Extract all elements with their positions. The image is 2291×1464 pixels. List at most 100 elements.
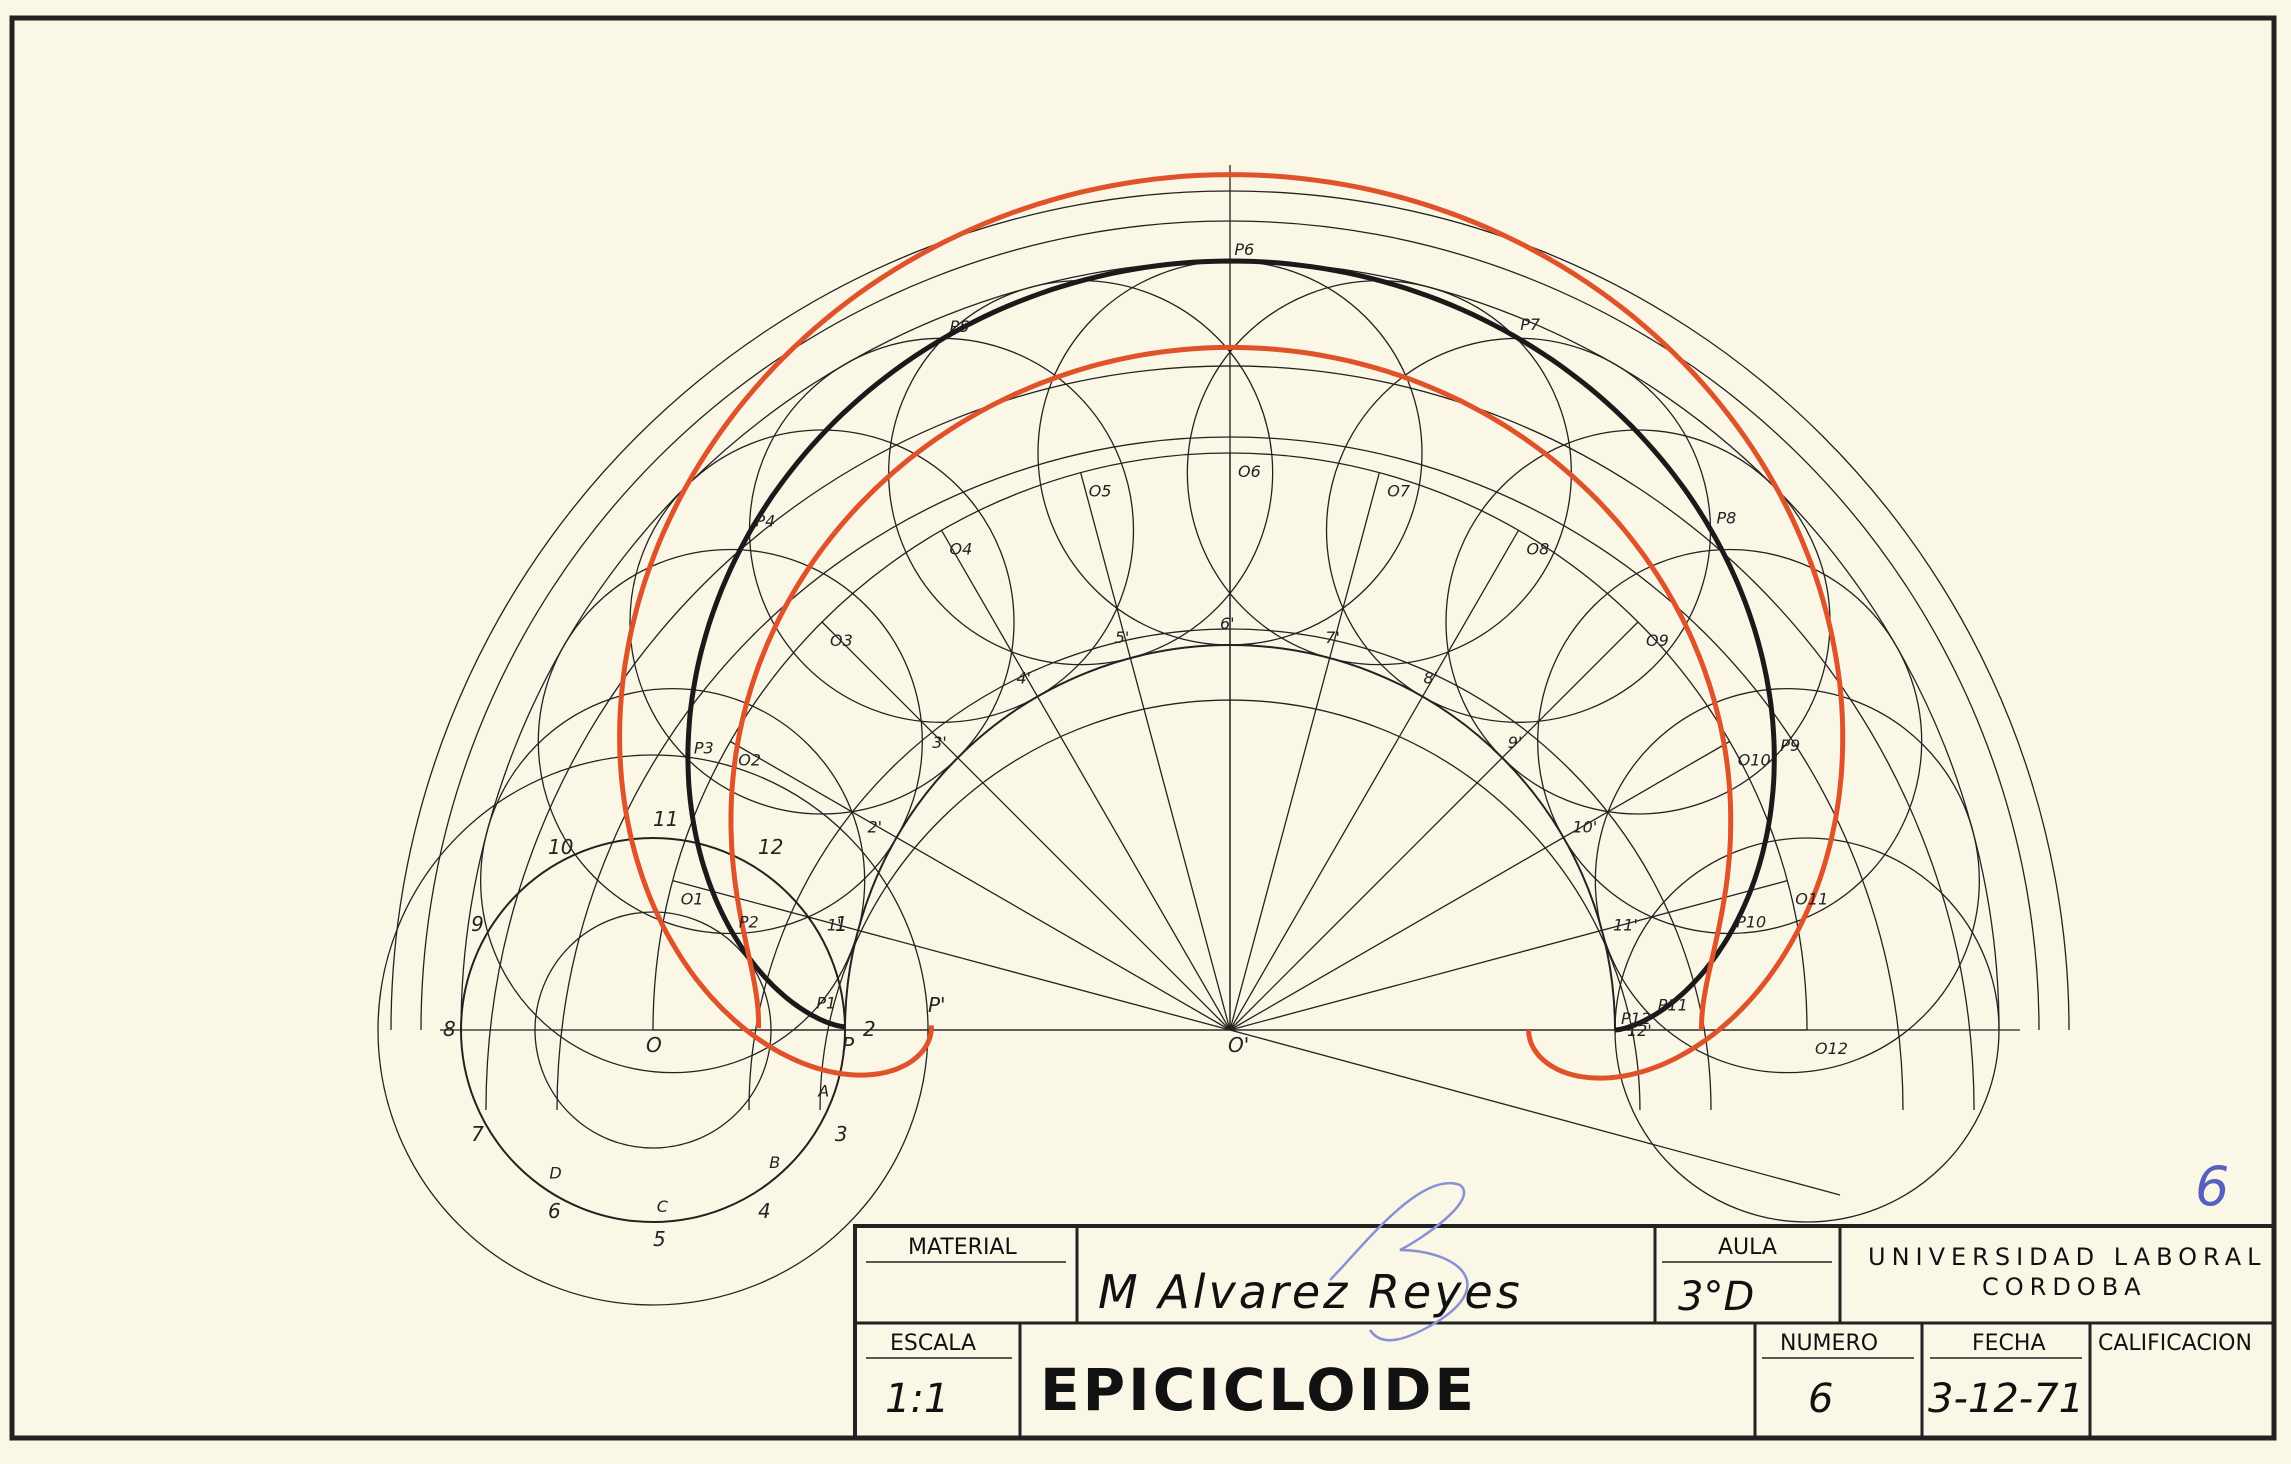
rolling-division-label: 1 <box>835 912 848 936</box>
radial-line <box>1229 880 1788 1031</box>
radial-line <box>1229 621 1639 1031</box>
point-labels: O' O P P' <box>646 993 1249 1057</box>
base-division-label: 8' <box>1424 669 1439 688</box>
center-label: O12 <box>1815 1039 1848 1058</box>
rolling-circle-position <box>629 429 1015 815</box>
escala-value: 1:1 <box>885 1376 949 1422</box>
curve-point-label: P1 <box>816 993 836 1012</box>
curve-point-label: P2 <box>739 913 759 932</box>
rolling-division-label: 9 <box>471 912 484 936</box>
university-line1: UNIVERSIDAD LABORAL <box>1868 1243 2267 1271</box>
concentric-arc <box>390 190 2070 1031</box>
radial-line <box>821 621 1231 1031</box>
base-division-label: 3' <box>932 733 947 752</box>
aula-value: 3°D <box>1678 1274 1754 1320</box>
epicycloid-curve <box>685 258 1777 1033</box>
fecha-value: 3-12-71 <box>1928 1376 2084 1422</box>
center-label: O10 <box>1738 751 1771 770</box>
radial-line <box>1229 740 1731 1031</box>
radial-line <box>672 880 1231 1031</box>
fecha-header: FECHA <box>1972 1331 2046 1356</box>
curve-point-label: P7 <box>1520 315 1541 334</box>
inner-circle <box>534 911 772 1149</box>
end-ray <box>1229 1029 1841 1196</box>
center-label: O1 <box>681 890 704 909</box>
rolling-division-label: 2 <box>863 1017 876 1041</box>
rolling-division-label: 8 <box>443 1017 456 1041</box>
material-header: MATERIAL <box>908 1235 1017 1260</box>
radial-line <box>1229 529 1520 1031</box>
base-division-label: 4' <box>1017 669 1032 688</box>
construction-lines <box>377 165 2070 1306</box>
concentric-arc <box>420 220 2040 1031</box>
base-division-label: 11' <box>1613 916 1638 935</box>
start-point-label: P <box>842 1033 855 1057</box>
base-division-label: 9' <box>1508 733 1523 752</box>
center-label: O6 <box>1238 462 1261 481</box>
base-division-label: 5' <box>1115 628 1130 647</box>
center-o-label: O <box>646 1033 662 1057</box>
radial-line <box>940 529 1231 1031</box>
rolling-division-label: 12 <box>758 835 783 859</box>
title-block-frame <box>853 1224 2276 1440</box>
curve-point-label: P12 <box>1621 1009 1651 1028</box>
rolling-division-label: 10 <box>548 835 573 859</box>
prolate-epicycloid-curve <box>617 172 1846 1081</box>
center-label: O2 <box>738 751 761 770</box>
curve-point-label: P4 <box>756 511 776 530</box>
curve-point-label: P3 <box>694 738 714 757</box>
aux-letter-label: B <box>769 1153 780 1172</box>
center-label: O3 <box>830 631 853 650</box>
base-division-label: 2' <box>868 818 883 837</box>
rolling-division-label: 6 <box>548 1199 561 1223</box>
aula-header: AULA <box>1718 1235 1777 1260</box>
center-label: O8 <box>1527 539 1550 558</box>
curtate-epicycloid-curve <box>728 344 1734 1030</box>
radial-line <box>1080 472 1231 1031</box>
aux-letter-label: C <box>657 1197 669 1216</box>
rolling-circle-position <box>480 688 866 1074</box>
curve-point-label: P9 <box>1780 736 1800 755</box>
numero-value: 6 <box>1808 1376 1833 1422</box>
escala-header: ESCALA <box>890 1331 976 1356</box>
curve-point-label: P11 <box>1658 996 1688 1015</box>
rolling-division-label: 3 <box>835 1122 848 1146</box>
center-label: O11 <box>1795 890 1828 909</box>
curve-point-label: P8 <box>1717 508 1737 527</box>
drawing-title: EPICICLOIDE <box>1040 1356 1477 1424</box>
aux-letter-label: D <box>549 1163 561 1182</box>
base-division-label: 10' <box>1573 818 1598 837</box>
radial-line <box>729 740 1231 1031</box>
aux-letter-label: A <box>817 1081 829 1100</box>
division-arc <box>485 365 1975 1111</box>
center-label: O4 <box>950 539 973 558</box>
rolling-division-label: 4 <box>758 1199 771 1223</box>
outer-circle <box>377 754 929 1306</box>
curve-point-label: P5 <box>950 317 970 336</box>
center-label: O5 <box>1089 482 1112 501</box>
division-arc <box>556 436 1904 1111</box>
blue-pen-scribble <box>1329 1181 1469 1342</box>
title-block: MATERIAL AULA ESCALA NUMERO FECHA CALIFI… <box>853 1155 2276 1440</box>
base-division-label: 1' <box>827 916 842 935</box>
rolling-division-label: 5 <box>653 1227 666 1251</box>
base-division-label: 12' <box>1627 1021 1652 1040</box>
base-division-label: 7' <box>1325 628 1340 647</box>
calificacion-header: CALIFICACION <box>2098 1331 2252 1356</box>
rolling-division-label: 7 <box>471 1122 484 1146</box>
curve-point-label: P10 <box>1736 913 1766 932</box>
start-point-prime-label: P' <box>928 993 946 1017</box>
numero-header: NUMERO <box>1780 1331 1878 1356</box>
curve-point-label: P6 <box>1234 240 1254 259</box>
rolling-division-label: 11 <box>653 807 678 831</box>
university-line2: CORDOBA <box>1982 1273 2147 1301</box>
grade-mark: 6 <box>2195 1155 2229 1218</box>
rolling-circle-position <box>1594 688 1980 1074</box>
student-name: M Alvarez Reyes <box>1098 1265 1523 1319</box>
radial-line <box>1229 472 1380 1031</box>
center-label: O7 <box>1387 482 1411 501</box>
center-o-prime-label: O' <box>1228 1033 1249 1057</box>
base-division-label: 6' <box>1220 614 1235 633</box>
rolling-circle <box>460 837 846 1223</box>
